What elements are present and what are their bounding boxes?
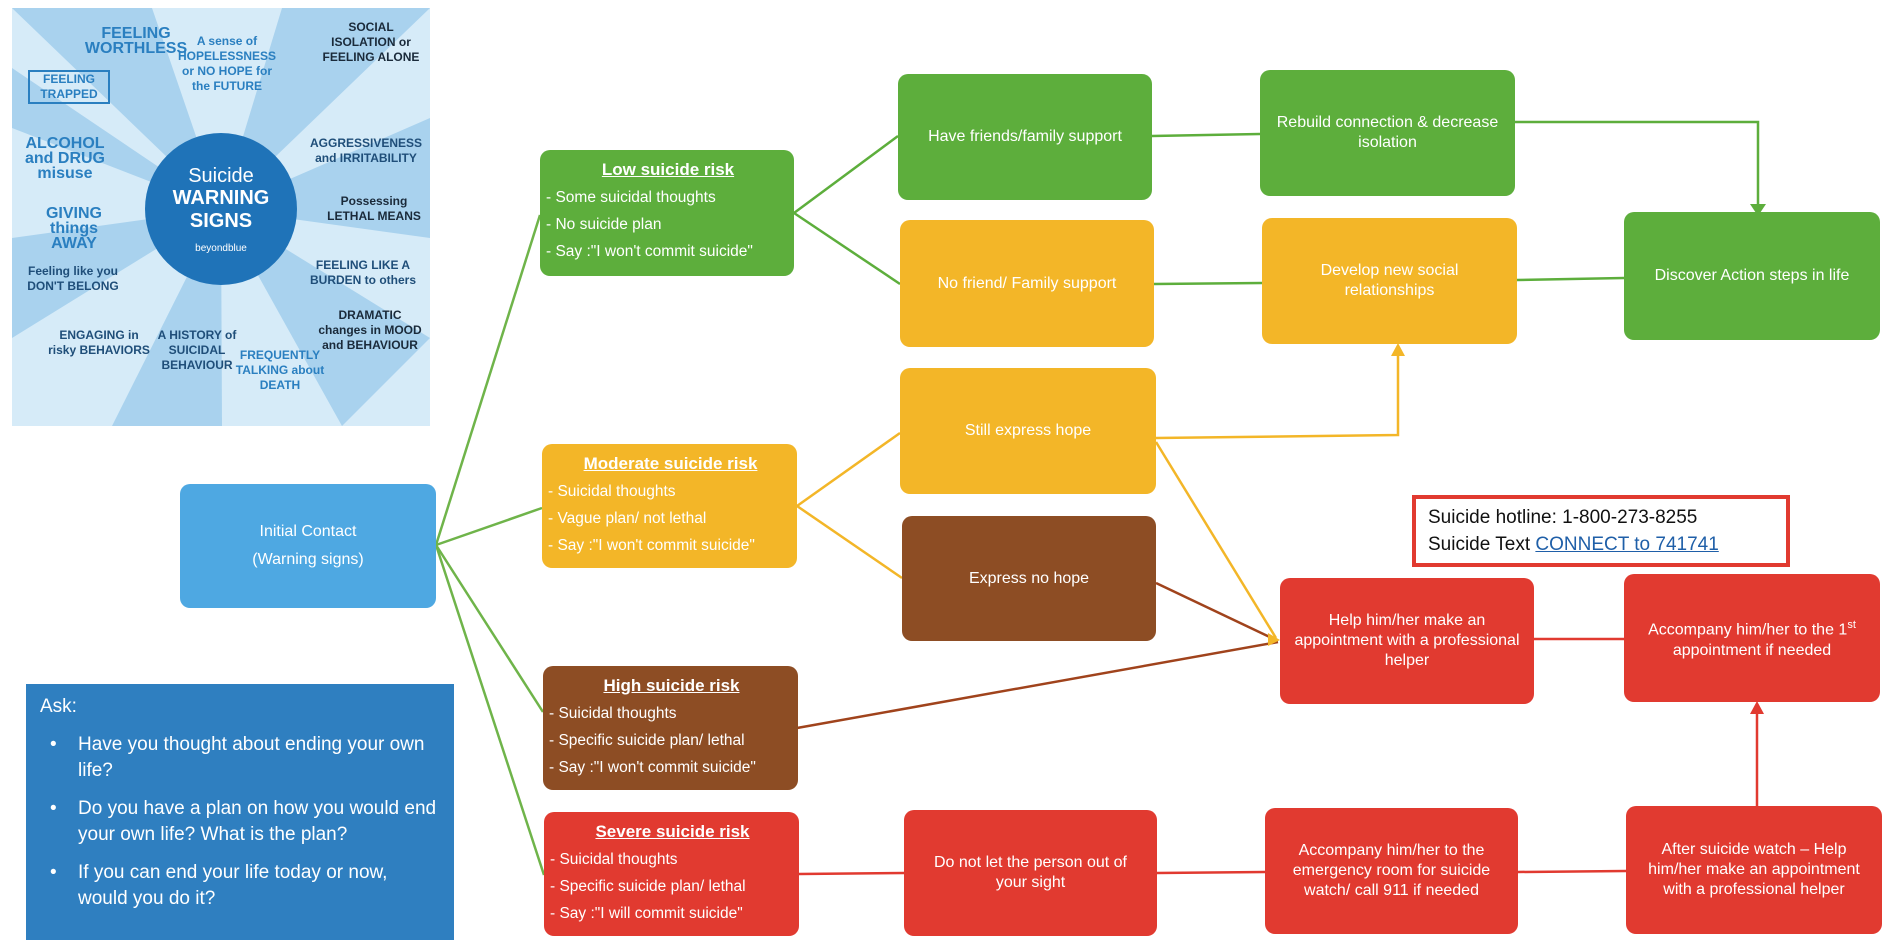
initial-contact-line1: Initial Contact <box>259 523 357 540</box>
sign-dont-belong: Feeling like you DON'T BELONG <box>27 264 119 293</box>
connector-hope-develop <box>1155 352 1400 440</box>
connector-develop-discover <box>1516 276 1625 282</box>
ask-question: Have you thought about ending your own l… <box>40 732 440 784</box>
sign-trapped: FEELING TRAPPED <box>28 70 110 104</box>
accompany-er-node[interactable]: Accompany him/her to the emergency room … <box>1265 808 1518 934</box>
help-appointment-node[interactable]: Help him/her make an appointment with a … <box>1280 578 1534 704</box>
high-risk-item: - Say :"I won't commit suicide" <box>549 759 756 776</box>
center-line1: Suicide <box>188 165 254 187</box>
text-connect-link[interactable]: CONNECT to 741741 <box>1535 534 1719 555</box>
help-appointment-label: Help him/her make an appointment with a … <box>1294 612 1520 669</box>
develop-relationships-node[interactable]: Develop new social relationships <box>1262 218 1517 344</box>
moderate-risk-item: - Say :"I won't commit suicide" <box>548 537 755 554</box>
connector-initial-moderate <box>435 506 543 547</box>
connector-hope-help <box>1154 441 1278 639</box>
low-risk-item: - No suicide plan <box>546 216 662 233</box>
express-no-hope-node[interactable]: Express no hope <box>902 516 1156 641</box>
center-brand: beyondblue <box>195 243 247 254</box>
connector-initial-low <box>434 214 542 546</box>
sign-history: A HISTORY of SUICIDAL BEHAVIOUR <box>157 328 237 372</box>
friends-support-label: Have friends/family support <box>928 128 1122 145</box>
sign-hopelessness: A sense of HOPELESSNESS or NO HOPE for t… <box>177 34 277 93</box>
sign-talking-death: FREQUENTLY TALKING about DEATH <box>235 348 325 392</box>
high-risk-node[interactable]: High suicide risk - Suicidal thoughts - … <box>543 666 798 790</box>
discover-action-node[interactable]: Discover Action steps in life <box>1624 212 1880 340</box>
sign-worthless: FEELING WORTHLESS <box>84 25 188 57</box>
center-line2: WARNING <box>172 187 270 209</box>
sign-isolation: SOCIAL ISOLATION or FEELING ALONE <box>322 20 420 64</box>
sign-giving-away: GIVING things AWAY <box>45 205 102 252</box>
friends-support-node[interactable]: Have friends/family support <box>898 74 1152 200</box>
low-risk-node[interactable]: Low suicide risk - Some suicidal thought… <box>540 150 794 276</box>
sign-lethal-means: Possessing LETHAL MEANS <box>327 194 421 223</box>
still-express-hope-label: Still express hope <box>964 422 1092 439</box>
connector-donotlet-er <box>1156 870 1266 875</box>
high-risk-item: - Suicidal thoughts <box>549 705 677 722</box>
severe-risk-item: - Specific suicide plan/ lethal <box>550 878 746 895</box>
moderate-risk-node[interactable]: Moderate suicide risk - Suicidal thought… <box>542 444 797 568</box>
do-not-let-out-label: Do not let the person out of your sight <box>933 854 1127 891</box>
low-risk-title: Low suicide risk <box>601 160 735 179</box>
connector-er-after <box>1517 869 1627 874</box>
hotline-number: Suicide hotline: 1-800-273-8255 <box>1428 507 1698 528</box>
severe-risk-title: Severe suicide risk <box>595 822 750 841</box>
sign-alcohol-drug: ALCOHOL and DRUG misuse <box>25 135 105 182</box>
connector-severe-donotlet <box>798 871 905 876</box>
ask-panel: Ask: Have you thought about ending your … <box>26 684 454 940</box>
initial-contact-line2: (Warning signs) <box>252 551 364 568</box>
express-no-hope-label: Express no hope <box>968 569 1090 587</box>
severe-risk-item: - Say :"I will commit suicide" <box>550 905 743 922</box>
hotline-text-line: Suicide Text CONNECT to 741741 <box>1428 534 1719 555</box>
hotline-box: Suicide hotline: 1-800-273-8255 Suicide … <box>1412 495 1790 567</box>
develop-relationships-label: Develop new social relationships <box>1320 262 1459 299</box>
severe-risk-item: - Suicidal thoughts <box>550 851 678 868</box>
moderate-risk-title: Moderate suicide risk <box>583 454 758 473</box>
accompany-first-appointment-node[interactable]: Accompany him/her to the 1st appointment… <box>1624 574 1880 702</box>
connector-rebuild-discover <box>1515 120 1760 208</box>
severe-risk-node[interactable]: Severe suicide risk - Suicidal thoughts … <box>544 812 799 936</box>
connector-low-nofriend <box>793 211 901 286</box>
connector-friends-rebuild <box>1151 132 1261 138</box>
connector-nohope-help <box>1155 581 1277 642</box>
do-not-let-out-node[interactable]: Do not let the person out of your sight <box>904 810 1157 936</box>
low-risk-item: - Say :"I won't commit suicide" <box>546 243 753 260</box>
ask-question: If you can end your life today or now, w… <box>40 860 440 912</box>
connector-high-help <box>796 640 1279 730</box>
moderate-risk-item: - Suicidal thoughts <box>548 483 676 500</box>
no-friend-support-node[interactable]: No friend/ Family support <box>900 220 1154 347</box>
warning-signs-infographic: FEELING WORTHLESS A sense of HOPELESSNES… <box>12 8 430 426</box>
infographic-center: Suicide WARNING SIGNS beyondblue <box>145 133 297 285</box>
ask-question: Do you have a plan on how you would end … <box>40 796 440 848</box>
after-suicide-watch-node[interactable]: After suicide watch – Help him/her make … <box>1626 806 1882 934</box>
sign-burden: FEELING LIKE A BURDEN to others <box>309 258 416 287</box>
accompany-er-label: Accompany him/her to the emergency room … <box>1292 842 1491 899</box>
high-risk-item: - Specific suicide plan/ lethal <box>549 732 745 749</box>
low-risk-item: - Some suicidal thoughts <box>546 189 716 206</box>
ask-title: Ask: <box>40 696 77 717</box>
discover-action-label: Discover Action steps in life <box>1654 267 1850 284</box>
accompany-first-appointment-label: Accompany him/her to the 1st appointment… <box>1648 619 1856 659</box>
high-risk-title: High suicide risk <box>603 676 740 695</box>
connector-moderate-hope <box>796 431 901 508</box>
after-suicide-watch-label: After suicide watch – Help him/her make … <box>1648 841 1860 898</box>
connector-moderate-nohope <box>796 504 903 580</box>
moderate-risk-item: - Vague plan/ not lethal <box>548 510 707 527</box>
sign-aggressiveness: AGGRESSIVENESS and IRRITABILITY <box>310 136 423 165</box>
initial-contact-node[interactable]: Initial Contact (Warning signs) <box>180 484 436 608</box>
rebuild-connection-label: Rebuild connection & decrease isolation <box>1276 114 1499 151</box>
still-express-hope-node[interactable]: Still express hope <box>900 368 1156 494</box>
connector-low-friends <box>793 134 899 215</box>
connector-nofriend-develop <box>1153 281 1263 286</box>
center-line3: SIGNS <box>189 210 253 232</box>
sign-mood: DRAMATIC changes in MOOD and BEHAVIOUR <box>318 308 422 352</box>
rebuild-connection-node[interactable]: Rebuild connection & decrease isolation <box>1260 70 1515 196</box>
no-friend-support-label: No friend/ Family support <box>937 274 1117 292</box>
sign-risky-behaviors: ENGAGING in risky BEHAVIORS <box>48 328 150 357</box>
